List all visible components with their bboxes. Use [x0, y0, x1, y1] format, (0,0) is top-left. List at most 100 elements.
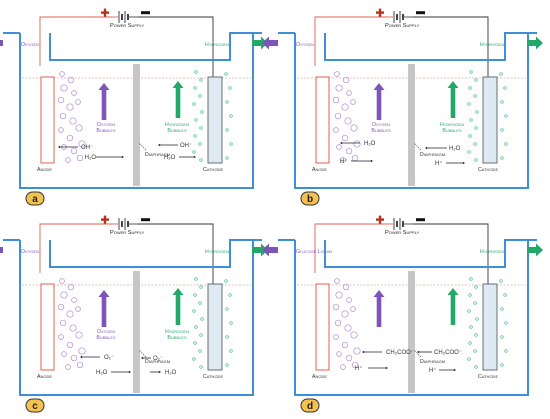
- right-bottom-arrow: [439, 368, 456, 372]
- cathode-wire: [138, 16, 214, 78]
- hydrogen-bubble: [503, 86, 507, 90]
- oxygen-bubble: [344, 117, 352, 125]
- oxygen-bubbles-label: Oxygen: [97, 329, 115, 335]
- hydrogen-bubble: [193, 293, 197, 297]
- oxygen-bubble: [59, 278, 65, 284]
- electrolysis-tank: [294, 32, 529, 189]
- battery-icon: [112, 11, 138, 23]
- left-outlet-label: Oxygen: [296, 42, 314, 48]
- battery-icon: [387, 11, 413, 23]
- hydrogen-bubble: [199, 285, 203, 289]
- hydrogen-bubble: [469, 70, 473, 74]
- battery-icon: [387, 218, 413, 230]
- right-outlet-arrow: [527, 243, 543, 257]
- hydrogen-rise-arrow: [447, 81, 459, 118]
- hydrogen-bubble: [193, 134, 197, 138]
- diaphragm: [408, 271, 415, 393]
- oxygen-bubble: [334, 278, 340, 284]
- oxygen-bubble: [59, 71, 65, 77]
- plus-icon: [376, 8, 384, 17]
- hydrogen-bubble: [500, 100, 504, 104]
- oxygen-bubble: [350, 331, 358, 339]
- hydrogen-bubble: [473, 301, 477, 305]
- plus-icon: [101, 215, 109, 224]
- hydrogen-bubbles-label-line2: Bubbles: [167, 128, 187, 134]
- hydrogen-bubble: [199, 126, 203, 130]
- oxygen-bubble: [66, 341, 74, 349]
- left-ion-arrow: [58, 145, 78, 149]
- oxygen-bubble: [350, 124, 358, 132]
- oxygen-bubble: [78, 140, 86, 148]
- oxygen-bubble: [353, 347, 361, 355]
- oxygen-bubble: [335, 84, 343, 92]
- left-outlet-arrow: [262, 243, 278, 257]
- oxygen-bubble: [345, 147, 353, 155]
- right-outlet-label: Hydrogen: [480, 42, 504, 48]
- anode-electrode: [315, 76, 330, 164]
- hydrogen-bubble: [503, 293, 507, 297]
- hydrogen-bubble: [500, 156, 504, 160]
- hydrogen-bubble: [469, 277, 473, 281]
- right-top-label: H₂O: [449, 146, 461, 152]
- panel-letter: a: [32, 194, 38, 205]
- ion-arrow-left: [80, 355, 100, 359]
- panel-letter-badge: c: [25, 398, 45, 413]
- ion-top-label: H₂O: [364, 141, 376, 147]
- hydrogen-bubble: [200, 317, 204, 321]
- hydrogen-bubble: [469, 118, 473, 122]
- hydrogen-bubble: [475, 110, 479, 114]
- oxygen-bubble: [78, 347, 86, 355]
- oxygen-bubble: [341, 341, 349, 349]
- oxygen-rise-arrow: [373, 290, 385, 327]
- hydrogen-bubble: [199, 78, 203, 82]
- right-outlet-label: Hydrogen: [480, 249, 504, 255]
- ion-bottom-label: H⁺: [355, 365, 363, 372]
- hydrogen-bubble: [475, 317, 479, 321]
- ion-arrow-left: [340, 141, 360, 145]
- minus-icon: [416, 11, 425, 15]
- oxygen-bubble: [57, 303, 65, 311]
- ion-arrow-right: [368, 366, 388, 370]
- ion-arrow-right: [96, 155, 124, 159]
- anode-label: Anode: [37, 167, 52, 173]
- cathode-label: Cathode: [203, 167, 223, 173]
- oxygen-bubble: [341, 134, 349, 142]
- left-outlet-arrow: [262, 36, 278, 50]
- left-outlet-arrow: [0, 40, 3, 46]
- oxygen-bubbles-label: Oxygen: [97, 122, 115, 128]
- hydrogen-bubble: [474, 78, 478, 82]
- hydrogen-bubble: [467, 309, 471, 313]
- right-top-arrow: [417, 350, 432, 354]
- hydrogen-bubble: [194, 70, 198, 74]
- hydrogen-bubble: [225, 335, 229, 339]
- oxygen-bubbles-label: Oxygen: [372, 122, 390, 128]
- oxygen-bubble: [333, 334, 339, 340]
- diaphragm-label: Diaphragm: [420, 152, 445, 158]
- hydrogen-bubble: [224, 72, 228, 76]
- oxygen-rise-arrow: [98, 290, 110, 327]
- hydrogen-bubble: [474, 126, 478, 130]
- hydrogen-bubble: [198, 301, 202, 305]
- ion-arrow-right: [111, 370, 131, 374]
- hydrogen-bubbles-label: Hydrogen: [165, 122, 189, 128]
- oxygen-rise-arrow: [98, 83, 110, 120]
- hydrogen-bubble: [468, 134, 472, 138]
- oxygen-bubble: [340, 157, 346, 163]
- hydrogen-bubble: [194, 118, 198, 122]
- hydrogen-bubble: [499, 279, 503, 283]
- cathode-wire: [413, 16, 489, 78]
- oxygen-bubble: [60, 84, 68, 92]
- hydrogen-bubble: [229, 349, 233, 353]
- hydrogen-bubble: [468, 341, 472, 345]
- hydrogen-bubble: [199, 333, 203, 337]
- oxygen-bubble: [75, 99, 81, 105]
- plus-icon: [101, 8, 109, 17]
- oxygen-bubble: [346, 297, 352, 303]
- diaphragm-pointer: [413, 349, 422, 358]
- oxygen-bubble: [67, 283, 75, 291]
- oxygen-bubbles-label-line2: Bubbles: [371, 128, 391, 134]
